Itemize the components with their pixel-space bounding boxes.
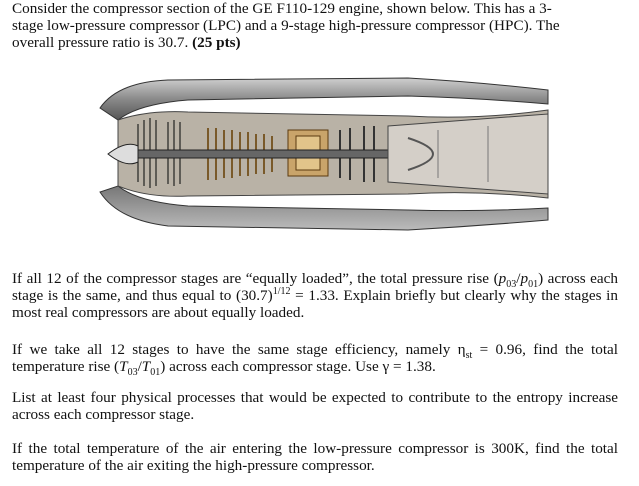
q1-exponent: 1/12 <box>272 285 291 297</box>
q2-t01-sub: 01 <box>150 367 161 379</box>
question-3: List at least four physical processes th… <box>12 389 618 423</box>
intro-line-3-row: overall pressure ratio is 30.7. (25 pts) <box>12 34 618 51</box>
q1-text-a: If all 12 of the compressor stages are “… <box>12 270 499 287</box>
q1-slash: / <box>516 270 521 287</box>
question-2: If we take all 12 stages to have the sam… <box>12 341 619 379</box>
q1-p03: p <box>498 270 507 287</box>
q2-text-a: If we take all 12 stages to have the sam… <box>12 341 466 358</box>
intro-line-1: Consider the compressor section of the G… <box>12 0 552 17</box>
q2-text-c: ) across each compressor stage. Use γ = … <box>160 358 436 375</box>
q1-p01: p <box>520 270 529 287</box>
jet-engine-icon <box>99 77 549 231</box>
q2-t01: T <box>141 358 151 375</box>
q2-t03: T <box>119 358 128 375</box>
intro-line-2: stage low-pressure compressor (LPC) and … <box>12 17 560 34</box>
q2-t03-sub: 03 <box>127 367 138 379</box>
q2-text-b: = 0.96, find the total temperature rise … <box>12 341 619 375</box>
q1-p01-sub: 01 <box>528 279 539 291</box>
intro-line-3: overall pressure ratio is 30.7. <box>12 34 189 51</box>
q1-p03-sub: 03 <box>506 279 517 291</box>
question-4: If the total temperature of the air ente… <box>12 440 618 474</box>
question-1: If all 12 of the compressor stages are “… <box>12 270 618 321</box>
engine-cutaway-figure <box>78 70 558 242</box>
q1-text-c: = 1.33. Explain briefly but clearly why … <box>12 287 618 321</box>
problem-intro: Consider the compressor section of the G… <box>12 0 624 51</box>
points-label: (25 pts) <box>192 34 241 51</box>
q2-eta-sub: st <box>465 350 473 362</box>
q1-text-b: ) across each stage is the same, and thu… <box>12 270 619 304</box>
q2-slash: / <box>137 358 142 375</box>
